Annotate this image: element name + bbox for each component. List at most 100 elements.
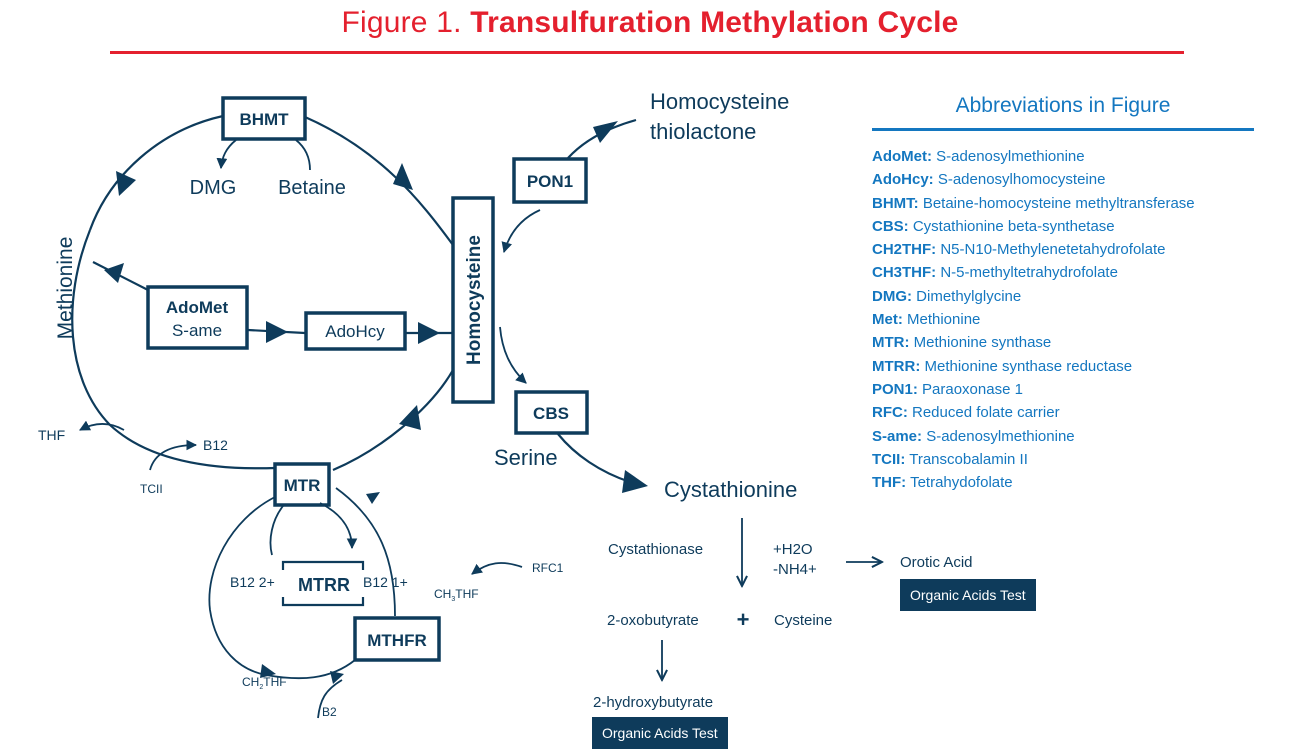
abbreviations-divider bbox=[872, 128, 1254, 131]
abbreviation-key: RFC: bbox=[872, 404, 908, 422]
abbreviation-value: Betaine-homocysteine methyltransferase bbox=[922, 194, 1195, 212]
figure-number: Figure 1. bbox=[341, 6, 462, 39]
hydroxybutyrate-label: 2-hydroxybutyrate bbox=[593, 694, 713, 711]
cystathionine-label: Cystathionine bbox=[664, 477, 797, 502]
abbreviation-item: Met: Methionine bbox=[872, 308, 1254, 331]
ch2thf-thf: THF bbox=[263, 675, 286, 689]
adomet-label: AdoMet bbox=[166, 298, 229, 317]
abbreviation-item: AdoMet: S-adenosylmethionine bbox=[872, 145, 1254, 168]
arrow-tcii-to-b12 bbox=[149, 439, 198, 471]
arrowhead-bhmt bbox=[393, 163, 413, 190]
cysteine-label: Cysteine bbox=[774, 612, 832, 629]
abbreviation-item: AdoHcy: S-adenosylhomocysteine bbox=[872, 168, 1254, 191]
thiolactone-label-line2: thiolactone bbox=[650, 119, 756, 144]
abbreviation-item: CBS: Cystathionine beta-synthetase bbox=[872, 215, 1254, 238]
dmg-label: DMG bbox=[190, 177, 237, 199]
abbreviation-value: Methionine bbox=[907, 311, 981, 329]
ch2thf-subscript: 2 bbox=[259, 684, 263, 691]
ch3thf-thf: THF bbox=[455, 587, 478, 601]
arrowhead-mtr bbox=[399, 405, 421, 430]
arrowhead-to-mtr bbox=[366, 492, 380, 504]
figure-title: Figure 1. Transulfuration Methylation Cy… bbox=[0, 6, 1300, 40]
cystathionase-label: Cystathionase bbox=[608, 541, 703, 558]
adohcy-label: AdoHcy bbox=[325, 322, 385, 341]
abbreviation-item: S-ame: S-adenosylmethionine bbox=[872, 425, 1254, 448]
abbreviation-key: AdoHcy: bbox=[872, 171, 934, 189]
abbreviation-item: BHMT: Betaine-homocysteine methyltransfe… bbox=[872, 192, 1254, 215]
arrow-methionine-to-adomet bbox=[92, 261, 149, 291]
pon1-label: PON1 bbox=[527, 172, 573, 191]
arc-homocysteine-to-bhmt bbox=[304, 115, 454, 246]
arrow-cbs-to-cystathionine bbox=[557, 433, 631, 484]
bhmt-label: BHMT bbox=[239, 110, 289, 129]
ch2thf-ch: CH bbox=[242, 675, 259, 689]
b12-2plus-label: B12 2+ bbox=[230, 574, 275, 590]
mtrr-arc-right bbox=[319, 502, 358, 550]
mtrr-bracket-bottom bbox=[281, 597, 365, 607]
adomet-box bbox=[146, 285, 249, 350]
arrow-to-thf bbox=[79, 420, 125, 431]
abbreviation-item: THF: Tetrahydofolate bbox=[872, 471, 1254, 494]
abbreviation-value: Methionine synthase reductase bbox=[924, 357, 1133, 375]
abbreviation-key: CBS: bbox=[872, 217, 909, 235]
ch3thf-ch: CH bbox=[434, 587, 451, 601]
abbreviation-key: DMG: bbox=[872, 287, 912, 305]
title-divider bbox=[110, 51, 1184, 54]
b12-label: B12 bbox=[203, 437, 228, 453]
homocysteine-box bbox=[451, 196, 495, 404]
arrowhead-adomet bbox=[104, 263, 124, 283]
orotic-acid-test-badge: Organic Acids Test bbox=[900, 579, 1036, 611]
abbreviation-key: Met: bbox=[872, 311, 903, 329]
abbreviation-key: S-ame: bbox=[872, 427, 923, 445]
abbreviation-key: CH2THF: bbox=[872, 241, 937, 259]
same-label: S-ame bbox=[172, 321, 222, 340]
abbreviation-key: MTR: bbox=[872, 334, 910, 352]
ch3thf-label: CH3THF bbox=[434, 587, 479, 603]
arrow-thiolactone-to-pon1 bbox=[567, 118, 637, 159]
figure-title-text: Transulfuration Methylation Cycle bbox=[470, 6, 959, 39]
nh4-label: -NH4+ bbox=[773, 561, 817, 578]
ch2thf-label: CH2THF bbox=[242, 675, 287, 691]
abbreviation-key: MTRR: bbox=[872, 357, 921, 375]
abbreviation-key: AdoMet: bbox=[872, 148, 932, 165]
cbs-label: CBS bbox=[533, 404, 569, 423]
abbreviation-value: S-adenosylmethionine bbox=[936, 148, 1085, 165]
cbs-box bbox=[514, 390, 589, 435]
ch3thf-subscript: 3 bbox=[451, 596, 455, 603]
abbreviation-key: BHMT: bbox=[872, 194, 919, 212]
abbreviation-value: S-adenosylmethionine bbox=[926, 427, 1075, 445]
betaine-label: Betaine bbox=[278, 177, 346, 199]
arrow-b2-to-mthfr bbox=[317, 679, 343, 719]
tcii-label: TCII bbox=[140, 482, 163, 496]
orotic-acid-label: Orotic Acid bbox=[900, 554, 973, 571]
arrowhead-cystathionine bbox=[622, 470, 648, 493]
abbreviation-value: Reduced folate carrier bbox=[912, 404, 1060, 422]
abbreviation-value: Dimethylglycine bbox=[916, 287, 1022, 305]
abbreviation-item: DMG: Dimethylglycine bbox=[872, 285, 1254, 308]
arrowhead-thiolactone bbox=[593, 121, 618, 143]
thiolactone-label-line1: Homocysteine bbox=[650, 89, 789, 114]
mthfr-box bbox=[353, 616, 441, 662]
arrow-pon1-to-homocysteine bbox=[501, 209, 541, 254]
arrowhead-adohcy bbox=[266, 321, 288, 343]
abbreviation-item: RFC: Reduced folate carrier bbox=[872, 401, 1254, 424]
b12-1plus-label: B12 1+ bbox=[363, 574, 408, 590]
abbreviation-key: PON1: bbox=[872, 380, 918, 398]
abbreviation-value: N-5-methyltetrahydrofolate bbox=[940, 264, 1118, 282]
abbreviation-item: PON1: Paraoxonase 1 bbox=[872, 378, 1254, 401]
plus-sign: + bbox=[737, 607, 750, 632]
abbreviation-item: MTR: Methionine synthase bbox=[872, 331, 1254, 354]
abbreviation-key: TCII: bbox=[872, 450, 906, 468]
abbreviation-value: S-adenosylhomocysteine bbox=[937, 171, 1106, 189]
mtrr-arc-left bbox=[269, 505, 284, 556]
mtrr-label: MTRR bbox=[298, 575, 350, 595]
abbreviation-item: CH3THF: N-5-methyltetrahydrofolate bbox=[872, 261, 1254, 284]
folate-arc-right bbox=[335, 487, 396, 617]
abbreviation-value: Cystathionine beta-synthetase bbox=[912, 217, 1115, 235]
folate-arc-bottom bbox=[265, 659, 356, 680]
arrowhead-ch2thf bbox=[260, 664, 276, 678]
arrow-rfc1-to-ch3thf bbox=[471, 562, 523, 575]
mthfr-label: MTHFR bbox=[367, 631, 426, 650]
